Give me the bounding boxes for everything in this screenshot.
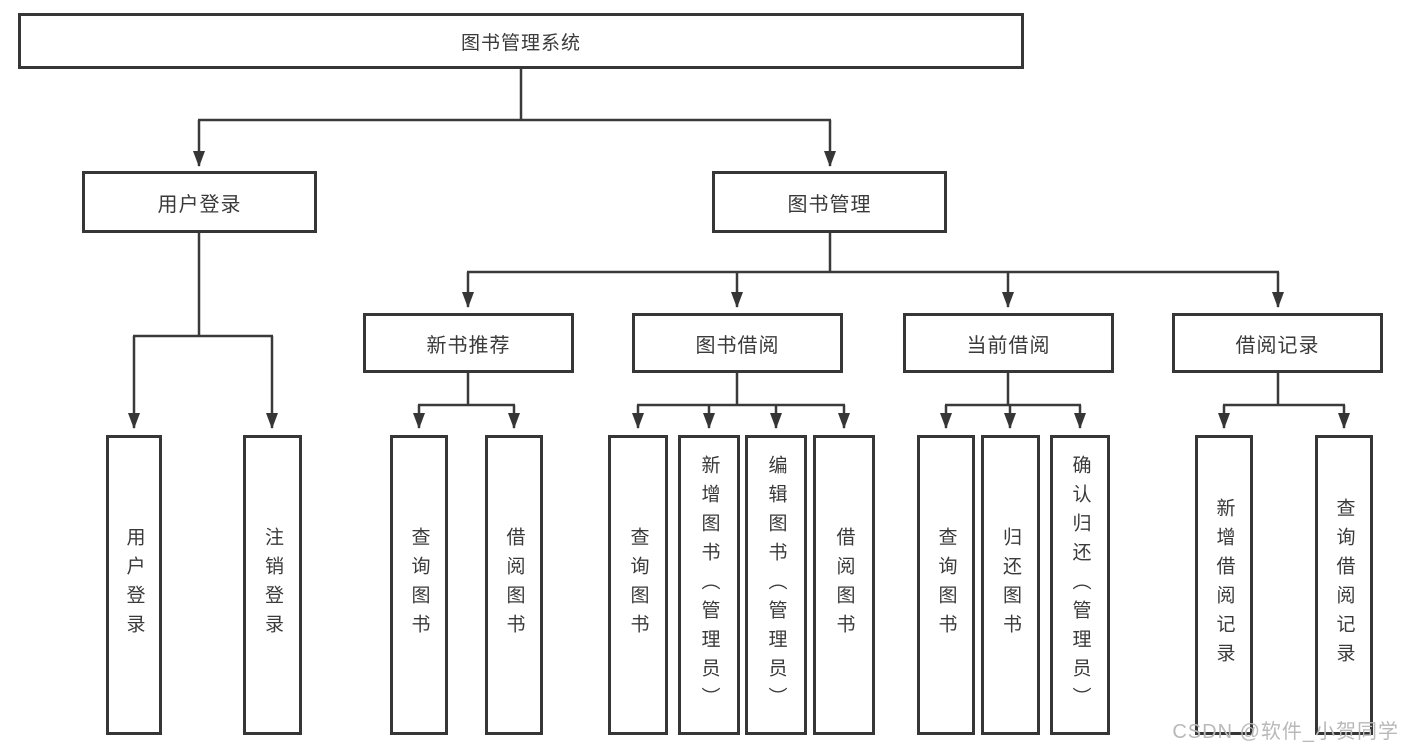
leaf-borrow-books-recommend: 借阅图书 xyxy=(485,435,543,735)
leaf-query-books-borrowing: 查询图书 xyxy=(608,435,668,735)
leaf-query-books-current: 查询图书 xyxy=(917,435,975,735)
leaf-logout: 注销登录 xyxy=(243,435,302,735)
leaf-borrow-books-borrowing: 借阅图书 xyxy=(813,435,875,735)
node-book-management: 图书管理 xyxy=(712,171,947,233)
node-new-book-recommend: 新书推荐 xyxy=(363,313,574,373)
node-user-login: 用户登录 xyxy=(82,171,317,233)
node-book-borrowing: 图书借阅 xyxy=(632,313,843,373)
node-borrowing-records: 借阅记录 xyxy=(1172,313,1383,373)
leaf-add-books-admin: 新增图书（管理员） xyxy=(678,435,740,735)
leaf-confirm-return-admin: 确认归还（管理员） xyxy=(1050,435,1110,735)
leaf-query-books-recommend: 查询图书 xyxy=(390,435,448,735)
node-current-borrowing: 当前借阅 xyxy=(903,313,1114,373)
node-library-management-system: 图书管理系统 xyxy=(18,13,1024,69)
leaf-edit-books-admin: 编辑图书（管理员） xyxy=(745,435,807,735)
leaf-add-borrow-record: 新增借阅记录 xyxy=(1195,435,1253,735)
leaf-return-books: 归还图书 xyxy=(981,435,1040,735)
leaf-query-borrow-record: 查询借阅记录 xyxy=(1315,435,1373,735)
leaf-user-login: 用户登录 xyxy=(106,435,162,735)
